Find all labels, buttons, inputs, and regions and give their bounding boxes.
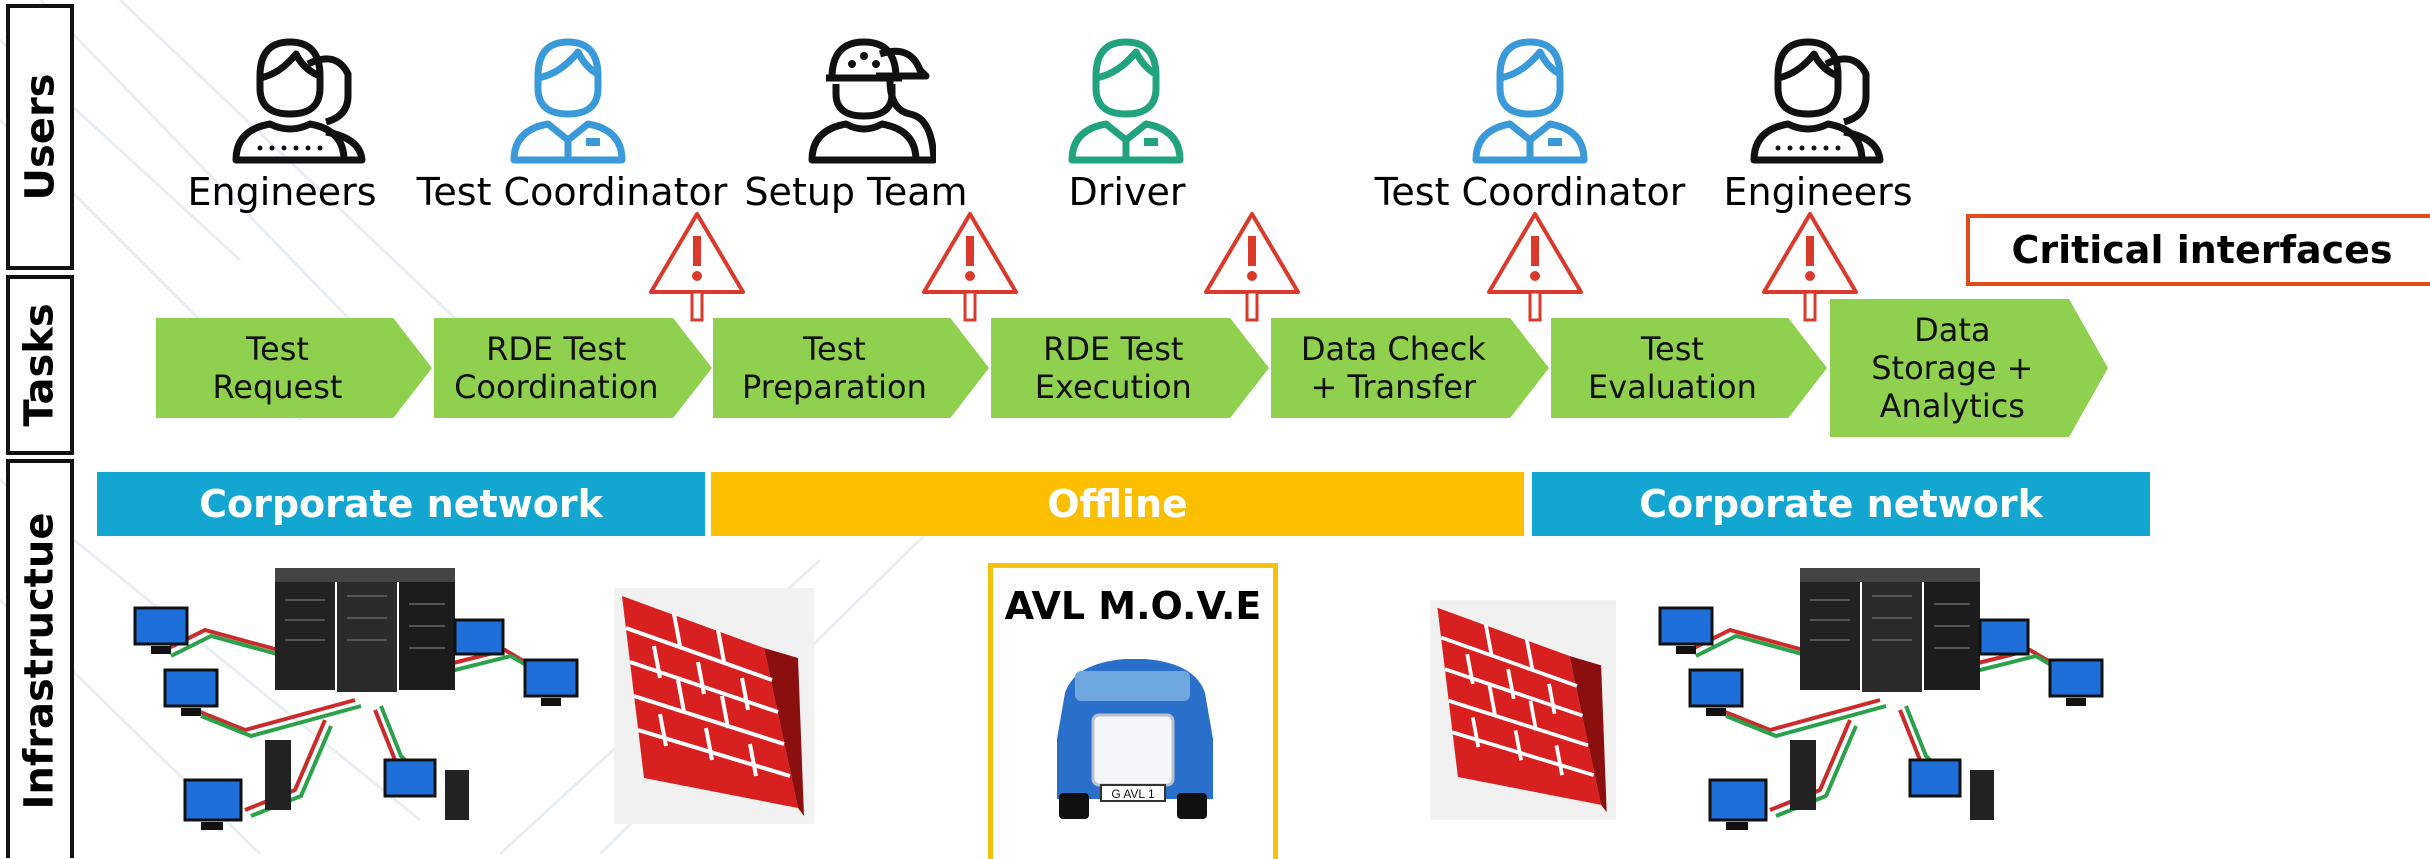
avl-move-box: AVL M.O.V.E G AVL 1 — [988, 563, 1278, 859]
task-data-check-transfer: Data Check + Transfer — [1271, 318, 1549, 418]
task-data-storage-analytics: Data Storage + Analytics — [1830, 299, 2108, 437]
warning-icon — [1487, 212, 1583, 322]
task-label: RDE Test Execution — [1034, 330, 1192, 406]
users-label: Users — [17, 73, 64, 201]
user-name-test-coordinator-2: Test Coordinator — [1374, 170, 1686, 214]
task-label: Data Check + Transfer — [1300, 330, 1486, 406]
engineers-icon — [1750, 38, 1884, 164]
user-name-test-coordinator-1: Test Coordinator — [416, 170, 728, 214]
task-label: Data Storage + Analytics — [1871, 311, 2034, 425]
car-icon: G AVL 1 — [1057, 659, 1213, 819]
task-label: Test Preparation — [742, 330, 927, 406]
corporate-network-bar-right: Corporate network — [1532, 472, 2150, 536]
network-illustration-icon — [133, 568, 579, 830]
row-label-users: Users — [6, 4, 74, 270]
network-illustration-icon — [1658, 568, 2104, 830]
firewall-icon — [614, 588, 814, 824]
coordinator-icon — [510, 38, 626, 164]
warning-icon — [649, 212, 745, 322]
driver-icon — [1068, 38, 1184, 164]
task-rde-test-coordination: RDE Test Coordination — [434, 318, 712, 418]
warning-icon — [922, 212, 1018, 322]
setup-team-icon — [808, 38, 936, 164]
task-label: RDE Test Coordination — [454, 330, 659, 406]
warning-icon — [1204, 212, 1300, 322]
tasks-label: Tasks — [17, 303, 63, 427]
task-label: Test Evaluation — [1588, 330, 1757, 406]
task-test-request: Test Request — [156, 318, 432, 418]
corporate-network-bar-left: Corporate network — [97, 472, 705, 536]
user-name-engineers-2: Engineers — [1723, 170, 1913, 214]
user-name-setup-team: Setup Team — [744, 170, 968, 214]
warning-icon — [1762, 212, 1858, 322]
task-label: Test Request — [212, 330, 343, 406]
offline-bar: Offline — [711, 472, 1524, 536]
task-rde-test-execution: RDE Test Execution — [991, 318, 1269, 418]
user-name-engineers-1: Engineers — [187, 170, 377, 214]
task-test-preparation: Test Preparation — [713, 318, 989, 418]
task-test-evaluation: Test Evaluation — [1551, 318, 1827, 418]
user-name-driver: Driver — [1068, 170, 1186, 214]
row-label-infrastructure: Infrastructue — [6, 459, 74, 858]
firewall-icon — [1430, 600, 1616, 820]
row-label-tasks: Tasks — [6, 275, 74, 455]
license-plate: G AVL 1 — [1111, 787, 1155, 801]
engineers-icon — [232, 38, 366, 164]
avl-move-title: AVL M.O.V.E — [1004, 584, 1262, 628]
infrastructure-label: Infrastructue — [17, 511, 63, 810]
critical-interfaces-legend: Critical interfaces — [1966, 214, 2430, 286]
coordinator-icon — [1472, 38, 1588, 164]
